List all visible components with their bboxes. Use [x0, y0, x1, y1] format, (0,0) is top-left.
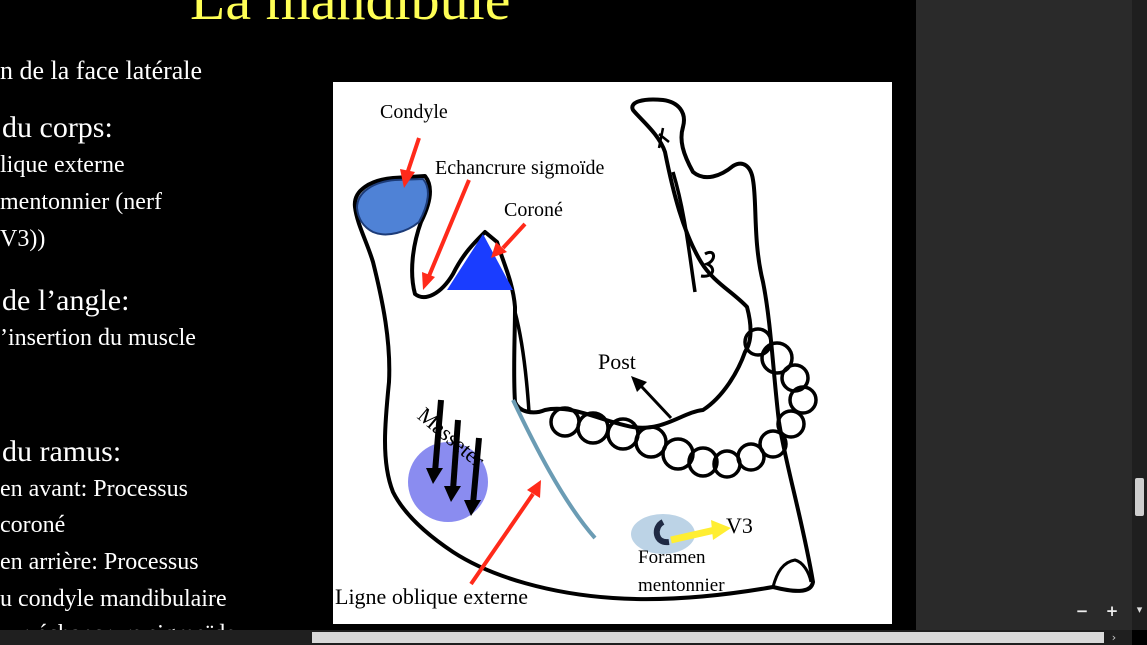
ramus-mark — [700, 250, 715, 278]
slide-line-4: mentonnier (nerf — [0, 189, 162, 215]
label-ligne-oblique: Ligne oblique externe — [335, 584, 529, 609]
v3-arrow-line — [670, 526, 716, 544]
slide-line-11: en arrière: Processus — [0, 549, 199, 575]
vertical-scrollbar[interactable] — [1132, 0, 1147, 630]
red-arrows — [400, 137, 541, 586]
scroll-right-arrow-icon[interactable]: › — [1111, 631, 1117, 644]
mandible-drawing — [352, 97, 818, 602]
horizontal-scrollbar-thumb[interactable] — [312, 632, 1104, 643]
slide-line-6: de l’angle: — [2, 284, 130, 317]
masseter-arrows — [426, 399, 482, 516]
teeth — [549, 327, 818, 479]
slide-line-9: en avant: Processus — [0, 476, 188, 502]
viewer-background — [916, 0, 1132, 630]
mandible-diagram: Condyle Echancrure sigmoïde Coroné Post … — [333, 82, 892, 624]
label-echancrure: Echancrure sigmoïde — [435, 157, 605, 179]
slide-line-7: ’insertion du muscle — [0, 325, 196, 351]
foramen-area — [631, 514, 695, 554]
label-corone: Coroné — [504, 199, 563, 221]
condyle-shape — [355, 177, 429, 236]
slide-line-12: u condyle mandibulaire — [0, 586, 227, 612]
mandible-outline — [352, 97, 815, 602]
zoom-out-button[interactable]: − — [1075, 602, 1089, 620]
label-foramen-1: Foramen — [638, 547, 706, 568]
label-post: Post — [598, 349, 636, 374]
coronoid-shape — [447, 234, 513, 290]
label-v3: V3 — [726, 513, 753, 538]
oblique-line — [511, 399, 597, 540]
scroll-down-arrow-icon[interactable]: ▾ — [1136, 603, 1143, 616]
slide-title: La mandibule — [190, 0, 511, 33]
inner-contour — [513, 311, 531, 413]
vertical-scrollbar-thumb[interactable] — [1135, 478, 1144, 516]
v3-arrow-head — [711, 520, 731, 540]
slide-line-5: V3)) — [0, 226, 46, 252]
slide-line-10: coroné — [0, 512, 66, 538]
zoom-in-button[interactable]: + — [1105, 602, 1119, 620]
label-condyle: Condyle — [380, 101, 448, 123]
slide-line-13: ux: échancrure sigmoïde — [0, 621, 236, 630]
slide-line-1: n de la face latérale — [0, 56, 203, 85]
ramus-inner — [671, 171, 697, 293]
post-arrow-head — [631, 376, 647, 392]
foramen-hole — [653, 519, 670, 546]
slide-line-8: du ramus: — [2, 435, 122, 468]
slide-line-3: lique externe — [0, 152, 125, 178]
slide-area: La mandibule n de la face latérale du co… — [0, 0, 892, 630]
slide-line-2: du corps: — [2, 111, 113, 144]
post-arrow-line — [639, 384, 673, 420]
coronoid-tip-mark — [657, 127, 670, 149]
chin-notch — [771, 558, 813, 588]
label-foramen-2: mentonnier — [638, 575, 725, 596]
